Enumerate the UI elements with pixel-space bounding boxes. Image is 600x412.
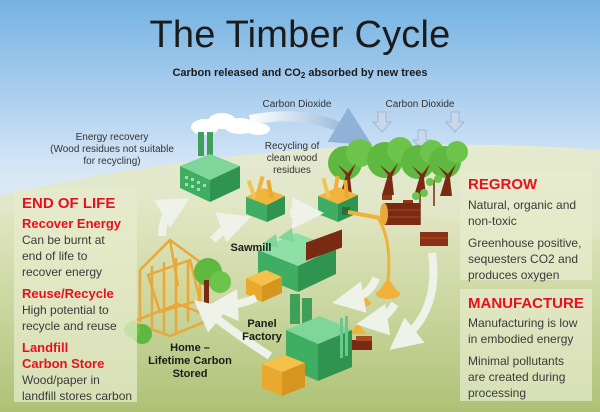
down-arrow-icon (444, 111, 466, 133)
panel-text: produces oxygen (468, 268, 560, 282)
subtitle-text-end: absorbed by new trees (305, 67, 428, 79)
label-line: Home – (170, 342, 210, 354)
arrow-to-panel-factory (356, 301, 399, 336)
label-line: Lifetime Carbon (148, 355, 232, 367)
label-line: clean wood (266, 153, 318, 164)
panel-regrow: REGROW Natural, organic and non-toxic Gr… (460, 170, 592, 282)
page-title: The Timber Cycle (149, 14, 451, 56)
label-line: Factory (242, 331, 282, 343)
label-carbon-dioxide-2: Carbon Dioxide (385, 99, 455, 110)
arrow-to-energy-factory (154, 198, 190, 237)
tree-icon (429, 141, 468, 196)
label-panel-factory: Panel Factory (232, 318, 292, 344)
section-title-reuse-recycle: Reuse/Recycle (22, 286, 114, 301)
section-text: recycle and reuse (22, 319, 117, 333)
wood-residue-bin (246, 175, 285, 222)
section-title-carbon-store: Carbon Store (22, 356, 105, 371)
subtitle-subscript: 2 (300, 71, 306, 80)
section-text: end of life to (22, 249, 88, 263)
label-line: Energy recovery (75, 132, 149, 143)
down-arrow-icon (371, 111, 393, 133)
arrow-sawmill-to-home (206, 289, 258, 322)
label-line: Recycling of (264, 141, 320, 152)
panel-text: Natural, organic and (468, 198, 577, 212)
section-title-recover-energy: Recover Energy (22, 216, 121, 231)
cycle-arrows (154, 197, 438, 360)
label-line: for recycling) (83, 156, 141, 167)
label-recycling: Recycling of clean wood residues (252, 141, 332, 177)
panel-text: Minimal pollutants (468, 354, 565, 368)
panel-text: Greenhouse positive, (468, 236, 582, 250)
log-pile-icon (380, 195, 448, 246)
co2-arc-arrow (249, 107, 373, 146)
arrow-to-offcuts (389, 252, 438, 350)
panel-factory-building (262, 294, 352, 396)
label-energy-recovery: Energy recovery (Wood residues not suita… (42, 132, 182, 168)
section-text: recover energy (22, 265, 103, 279)
arrow-logs-to-sawmill (332, 276, 380, 313)
section-text: Wood/paper in (22, 373, 100, 387)
panel-text: in embodied energy (468, 332, 574, 346)
tree-icon (367, 137, 413, 195)
panel-text: non-toxic (468, 214, 517, 228)
forest-trees (328, 137, 468, 225)
panel-end-of-life: END OF LIFE Recover Energy Can be burnt … (14, 189, 137, 403)
panel-heading: REGROW (468, 176, 538, 193)
panel-heading: MANUFACTURE (468, 295, 584, 312)
section-title-landfill: Landfill (22, 340, 69, 355)
label-home: Home – Lifetime Carbon Stored (140, 342, 240, 381)
subtitle: Carbon released and CO2 absorbed by new … (0, 67, 600, 80)
section-text: High potential to (22, 303, 109, 317)
label-line: Stored (172, 368, 208, 380)
home-timber-frame (128, 238, 218, 338)
label-line: (Wood residues not suitable (50, 144, 174, 155)
panel-heading: END OF LIFE (22, 195, 116, 212)
label-line: Panel (247, 318, 277, 330)
sawdust-piles (349, 217, 400, 334)
label-sawmill: Sawmill (230, 242, 272, 254)
arrow-factory-to-home (193, 299, 273, 360)
subtitle-text: Carbon released and CO (172, 67, 301, 79)
panel-manufacture: MANUFACTURE Manufacturing is low in embo… (460, 289, 592, 401)
panel-text: are created during (468, 370, 566, 384)
panel-text: Manufacturing is low (468, 316, 578, 330)
label-carbon-dioxide-1: Carbon Dioxide (262, 99, 332, 110)
panel-text: processing (468, 386, 527, 400)
section-text: Can be burnt at (22, 233, 105, 247)
section-text: landfill stores carbon (22, 389, 133, 403)
label-line: residues (273, 165, 311, 176)
arrow-to-sawmill (209, 212, 252, 243)
sapling-icon (426, 175, 442, 206)
sawmill-building (246, 228, 342, 302)
panel-text: sequesters CO2 and (468, 252, 579, 266)
energy-recovery-factory (180, 132, 240, 202)
wood-offcuts (352, 336, 372, 350)
smoke-cloud-icon (191, 113, 270, 135)
